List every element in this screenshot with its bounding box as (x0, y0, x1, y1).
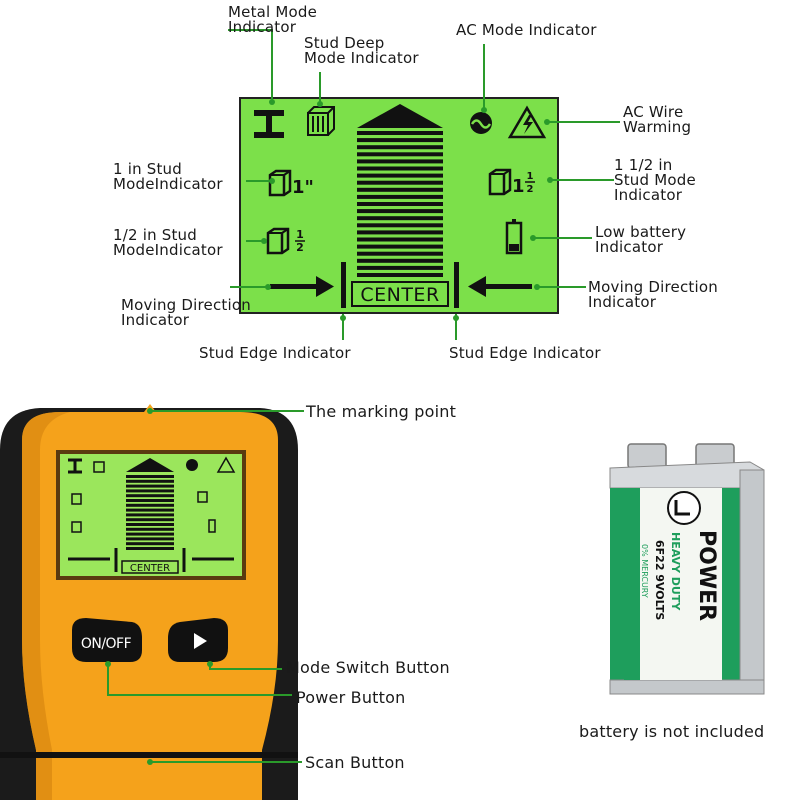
half-frac-den: 2 (296, 241, 304, 254)
label-one-inch-stud: 1 in Stud ModeIndicator (113, 160, 223, 193)
device-illustration: CENTER ON/OFF (0, 404, 304, 800)
label-marking-point: The marking point (306, 402, 457, 421)
leader-dots (261, 99, 553, 321)
level-bar (126, 523, 174, 526)
half-frac-num: 1 (296, 228, 304, 241)
low-battery-icon (505, 219, 523, 255)
arrow-left-icon (468, 276, 532, 297)
level-bar (126, 518, 174, 522)
mini-center-text: CENTER (130, 563, 170, 574)
one-inch-stud-icon (268, 169, 292, 197)
label-ac-wire: AC Wire Warming (623, 103, 692, 136)
label-stud-edge-left: Stud Edge Indicator (199, 344, 351, 362)
level-bar (357, 237, 443, 242)
label-metal-mode: Metal Mode Indicator (228, 3, 318, 36)
level-bar (357, 244, 443, 249)
label-one-half-stud: 1 1/2 in Stud Mode Indicator (614, 156, 696, 204)
one-half-whole: 1 (512, 176, 525, 197)
label-stud-edge-right: Stud Edge Indicator (449, 344, 601, 362)
level-bar (126, 494, 174, 498)
level-bar (126, 489, 174, 493)
play-icon (194, 633, 207, 649)
level-bar (126, 499, 174, 502)
label-half-inch-stud: 1/2 in Stud ModeIndicator (113, 226, 223, 259)
warning-icon (507, 105, 547, 139)
level-bar (357, 138, 443, 143)
label-scan: Scan Button (305, 753, 405, 772)
lcd-diagram: CENTER 1" (228, 29, 620, 340)
battery-brand: POWER (694, 530, 719, 621)
label-stud-deep: Stud Deep Mode Indicator (304, 34, 419, 67)
level-bars (357, 131, 443, 277)
battery-line1: HEAVY DUTY (669, 532, 682, 611)
stud-deep-icon (307, 106, 335, 136)
level-bar (126, 479, 174, 483)
level-bar (357, 187, 443, 192)
label-mode-switch: Mode Switch Button (286, 658, 450, 677)
level-bar (357, 230, 443, 235)
center-box (351, 281, 449, 307)
ac-mode-icon (470, 112, 492, 134)
one-half-stud-icon (488, 168, 512, 196)
label-power: Power Button (296, 688, 406, 707)
battery-terminal-1 (627, 443, 667, 469)
mini-lcd-icons (68, 456, 236, 574)
on-off-label: ON/OFF (81, 636, 132, 652)
level-bar (357, 152, 443, 157)
level-bar (357, 194, 443, 199)
level-bar (357, 173, 443, 178)
level-bar (126, 475, 174, 478)
level-bar (126, 527, 174, 531)
level-bar (357, 145, 443, 150)
level-bar (357, 251, 443, 256)
level-bar (357, 223, 443, 228)
level-bar (126, 532, 174, 536)
one-inch-label: 1" (292, 177, 314, 198)
battery-note: battery is not included (579, 722, 765, 741)
battery-illustration: POWER HEAVY DUTY 6F22 9VOLTS 0% MERCURY (609, 443, 765, 695)
level-bar (357, 216, 443, 221)
one-half-frac-num: 1 (527, 171, 534, 182)
one-half-frac-den: 2 (527, 184, 534, 195)
level-bar (357, 180, 443, 185)
level-bar (126, 508, 174, 512)
level-bar (126, 542, 174, 546)
label-moving-left: Moving Direction Indicator (121, 296, 251, 329)
level-bar (357, 159, 443, 164)
label-low-battery: Low battery Indicator (595, 223, 687, 256)
center-arrow-icon (357, 104, 443, 128)
level-bar (126, 513, 174, 517)
level-bar (126, 547, 174, 550)
level-bar (357, 258, 443, 263)
stud-edge-left-bar (341, 262, 346, 308)
level-bar (357, 166, 443, 171)
leader-lines (228, 29, 620, 340)
center-text: CENTER (360, 284, 439, 306)
level-bar (126, 503, 174, 507)
level-bar (126, 484, 174, 488)
battery-line3: 0% MERCURY (640, 544, 649, 598)
level-bar (357, 131, 443, 135)
battery-line2: 6F22 9VOLTS (653, 540, 666, 620)
mode-switch-button[interactable] (168, 618, 228, 662)
level-bar (357, 202, 443, 206)
label-moving-right: Moving Direction Indicator (588, 278, 718, 311)
brand-logo-icon (667, 491, 701, 525)
level-bar (357, 273, 443, 277)
half-inch-stud-icon (266, 227, 290, 255)
level-bar (357, 209, 443, 214)
label-ac-mode: AC Mode Indicator (456, 21, 597, 39)
level-bar (126, 537, 174, 541)
on-off-button[interactable]: ON/OFF (72, 618, 142, 662)
device-leader-lines (107, 410, 304, 763)
stud-edge-right-bar (454, 262, 459, 308)
level-bar (357, 265, 443, 270)
arrow-right-icon (270, 276, 334, 297)
metal-mode-icon (254, 110, 284, 138)
